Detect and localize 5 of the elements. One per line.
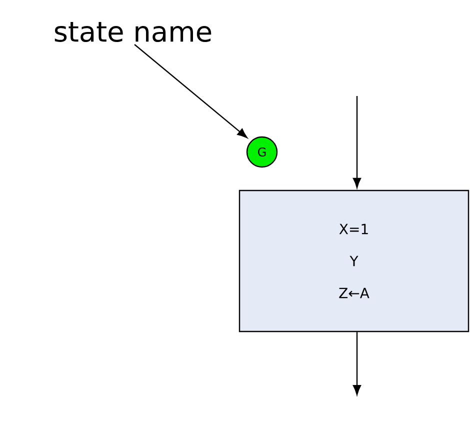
state-box: X=1 Y Z←A (238, 190, 470, 332)
arrow (134, 44, 248, 138)
caption-text: state name (54, 22, 212, 42)
arrow (352, 332, 362, 396)
arrow (352, 96, 362, 188)
